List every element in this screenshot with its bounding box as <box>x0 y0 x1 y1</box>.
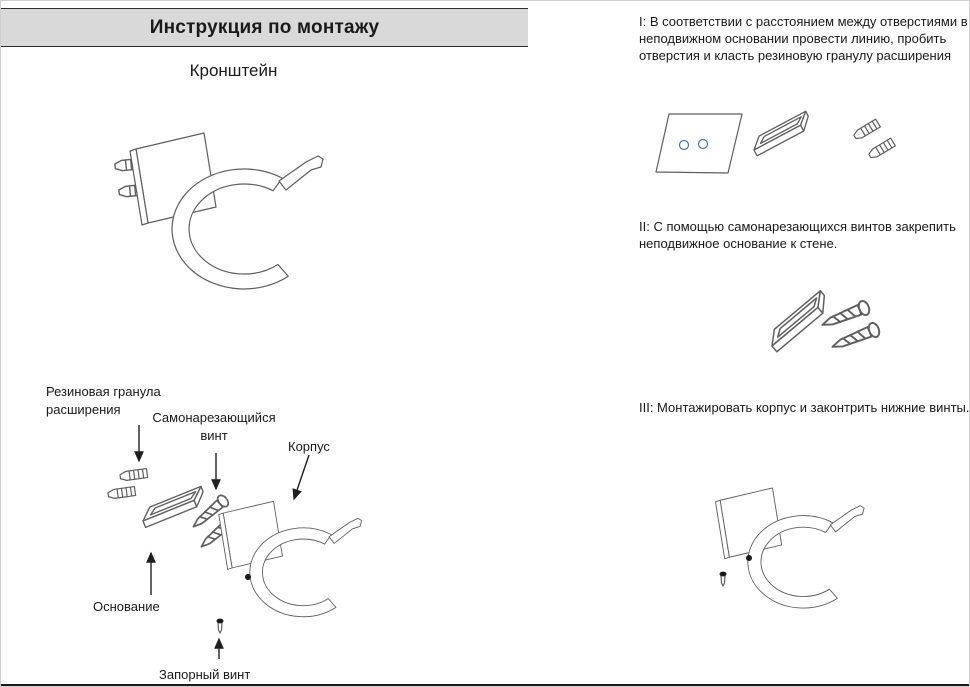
self-tapping-screw-icon <box>828 320 883 355</box>
self-tapping-screw-icon <box>818 298 873 333</box>
bracket-body-shape <box>715 487 865 609</box>
step-1-illustration <box>655 110 896 174</box>
title-bar: Инструкция по монтажу <box>1 8 528 47</box>
main-bracket-illustration <box>113 132 324 290</box>
bracket-assembly-drawing <box>113 132 324 290</box>
product-heading: Кронштейн <box>189 61 278 80</box>
screw-head-dot <box>746 555 752 561</box>
label-locking-screw: Запорный винт <box>159 667 251 682</box>
page-title: Инструкция по монтажу <box>149 16 380 38</box>
step-3-text: III: Монтажировать корпус и законтрить н… <box>639 400 970 415</box>
exploded-view-illustration <box>107 425 363 659</box>
label-base: Основание <box>93 599 160 614</box>
drill-hole <box>697 138 709 150</box>
anchor-dowel-icon <box>107 485 137 500</box>
bottom-border-line <box>1 684 969 686</box>
step-3-illustration <box>715 487 865 609</box>
exploded-parts-drawing <box>107 467 363 634</box>
bracket-body-shape <box>218 500 363 618</box>
base-plate-shape <box>748 110 815 157</box>
bracket-body-shape <box>129 132 324 290</box>
label-self-tapping-screw: Самонарезающийся винт <box>152 410 276 443</box>
body-arrow <box>292 454 310 501</box>
step-1-text: I: В соответствии с расстоянием между от… <box>639 14 968 63</box>
locking-screw-icon <box>719 571 727 587</box>
locking-screw-icon <box>216 618 224 634</box>
base-plate-shape <box>764 290 834 353</box>
label-rubber-granule: Резиновая гранула расширения <box>46 384 161 417</box>
callout-arrows <box>134 425 310 659</box>
anchor-dowel-icon <box>851 118 881 142</box>
drill-hole <box>678 139 690 151</box>
anchor-dowel-icon <box>119 467 149 482</box>
screw-head-dot <box>245 574 251 580</box>
step-2-illustration <box>764 290 883 355</box>
step-2-text: II: С помощью самонарезающихся винтов за… <box>639 219 956 251</box>
label-body: Корпус <box>288 439 330 454</box>
anchor-dowel-icon <box>866 137 896 161</box>
